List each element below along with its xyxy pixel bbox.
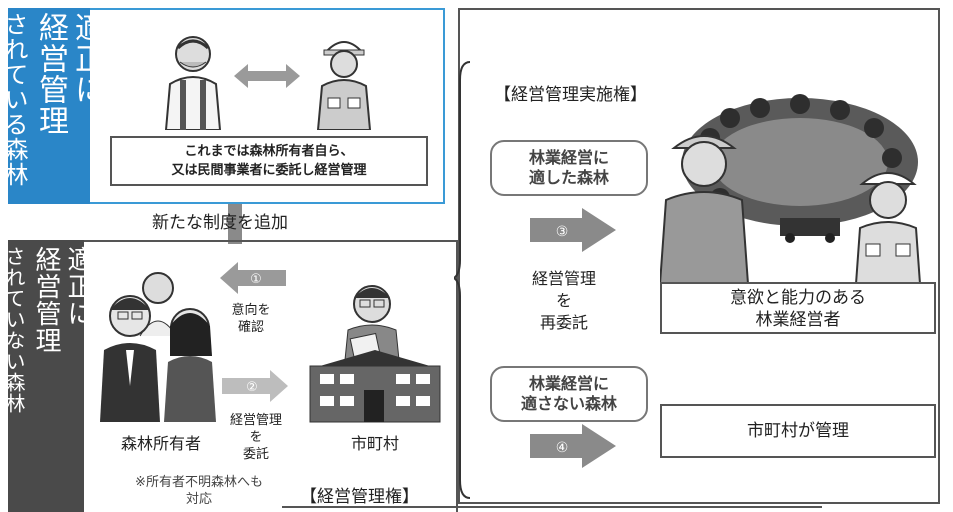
managed-tab-line-1: 適正に: [69, 12, 104, 105]
suitable-line-2: 適した森林: [528, 168, 609, 187]
unmanaged-tab-line-3: されていない森林: [2, 246, 26, 414]
owner-note-line-1: ※所有者不明森林へも: [135, 475, 263, 490]
step3-line-3: 再委託: [539, 313, 588, 332]
bottom-divider: [282, 506, 822, 508]
forest-worker-illustration: [316, 41, 372, 130]
step2-line-1: 経営管理: [229, 413, 282, 428]
municipality-manage-box: 市町村が管理: [660, 404, 936, 458]
step2-line-2: を: [249, 430, 263, 445]
managed-tab-line-2: 経営管理: [33, 12, 68, 136]
new-system-label: 新たな制度を追加: [152, 213, 288, 233]
managed-forest-label: 適正に 経営管理 されている森林: [0, 12, 104, 200]
municipality-label: 市町村: [350, 434, 399, 453]
step2-line-3: 委託: [242, 447, 269, 462]
forest-owners-illustration: [100, 272, 216, 422]
step3-arrow: ③: [530, 208, 616, 252]
suitable-line-1: 林業経営に: [528, 148, 609, 167]
unmanaged-forest-label: 適正に 経営管理 されていない森林: [2, 246, 93, 510]
bracket: [454, 61, 471, 499]
step1-label: 意向を 確認: [218, 302, 284, 336]
step2-arrow: ②: [222, 370, 288, 402]
step4-arrow: ④: [530, 424, 616, 468]
managed-tab-line-3: されている森林: [0, 12, 28, 187]
operator-line-2: 林業経営者: [755, 310, 841, 330]
managed-description: これまでは森林所有者自ら、 又は民間事業者に委託し経営管理: [110, 136, 428, 186]
step3-number: ③: [556, 224, 569, 240]
municipality-illustration: [309, 285, 441, 423]
step3-line-2: を: [555, 291, 572, 310]
forest-owner-label: 森林所有者: [120, 434, 201, 453]
managed-message-line-2: 又は民間事業者に委託し経営管理: [171, 163, 367, 178]
unsuitable-forest-pill: 林業経営に 適さない森林: [490, 366, 648, 422]
unmanaged-forest-box: [8, 240, 458, 512]
implementation-right-title: 【経営管理実施権】: [494, 85, 647, 105]
step2-label: 経営管理 を 委託: [214, 412, 298, 463]
operator-box: 意欲と能力のある 林業経営者: [660, 282, 936, 334]
unmanaged-tab-line-2: 経営管理: [31, 246, 61, 354]
step1-number: ①: [250, 272, 262, 287]
unmanaged-tab-line-1: 適正に: [63, 246, 93, 327]
connector-bar: [228, 204, 242, 244]
step3-line-1: 経営管理: [531, 269, 596, 288]
step4-number: ④: [556, 440, 569, 456]
step1-line-2: 確認: [237, 320, 264, 335]
unsuitable-line-2: 適さない森林: [520, 394, 617, 413]
management-right-title: 【経営管理権】: [300, 487, 419, 507]
operator-line-1: 意欲と能力のある: [730, 288, 866, 308]
forest-operation-illustration: [660, 94, 922, 284]
step1-line-1: 意向を: [231, 303, 271, 318]
owner-note: ※所有者不明森林へも 対応: [104, 474, 294, 508]
managed-message-line-1: これまでは森林所有者自ら、: [184, 144, 354, 159]
step1-arrow: ①: [220, 262, 286, 294]
step2-number: ②: [246, 380, 258, 395]
double-arrow-icon: [234, 64, 300, 88]
elderly-owner-illustration: [164, 36, 222, 130]
suitable-forest-pill: 林業経営に 適した森林: [490, 140, 648, 196]
unmanaged-forest-tab: [8, 240, 84, 512]
owner-note-line-2: 対応: [185, 492, 212, 507]
step3-label: 経営管理 を 再委託: [504, 268, 624, 334]
managed-forest-tab: [8, 8, 90, 204]
unsuitable-line-1: 林業経営に: [528, 374, 609, 393]
